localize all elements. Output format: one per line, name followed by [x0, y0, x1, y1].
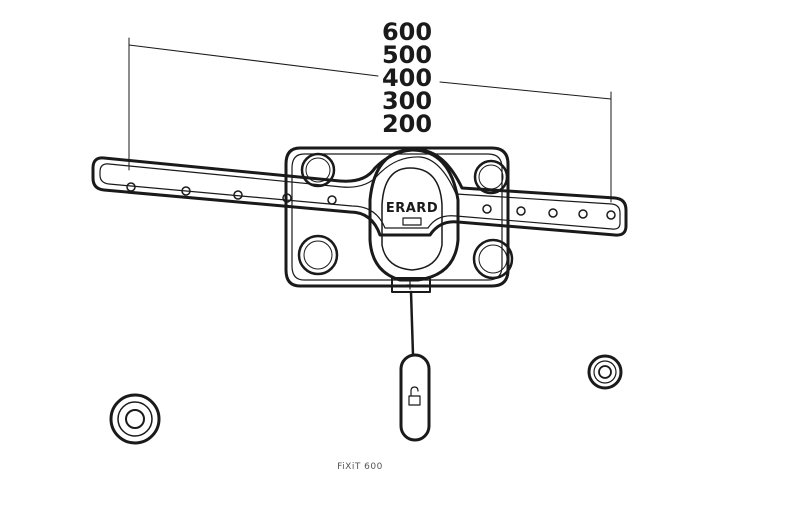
dimension-line-left: [128, 44, 379, 77]
arm-hole: [548, 208, 558, 218]
spacer-washer-right: [587, 354, 623, 390]
brand-label: ERARD: [386, 201, 438, 216]
arm-hole: [282, 193, 292, 203]
central-hub: ERARD: [368, 148, 460, 293]
arm-hole: [482, 204, 492, 214]
plate-hole: [297, 234, 339, 276]
plate-hole: [300, 152, 336, 188]
plate-hole: [303, 240, 333, 270]
plate-hole: [305, 157, 331, 183]
dimension-marker: [128, 37, 612, 203]
arm-hole: [233, 190, 243, 200]
lock-pull-tab: [399, 353, 431, 442]
dimension-label-600: 600: [382, 18, 432, 46]
dimension-label-400: 400: [382, 64, 432, 92]
safety-cord: [399, 290, 431, 442]
cord-line: [409, 290, 415, 357]
product-caption: FiXiT 600: [337, 462, 383, 472]
brand-badge: [402, 217, 422, 226]
mounting-arm: [91, 148, 628, 237]
dimension-label-300: 300: [382, 87, 432, 115]
dimension-label-500: 500: [382, 41, 432, 69]
arm-hole: [606, 210, 616, 220]
arm-hole: [516, 206, 526, 216]
plate-hole: [478, 244, 508, 274]
dimension-labels: 600 500 400 300 200: [382, 18, 432, 138]
dimension-line-right: [439, 81, 612, 100]
arm-hole: [327, 195, 337, 205]
arm-hole: [181, 186, 191, 196]
plate-hole: [478, 164, 504, 190]
spacer-washer-left: [109, 393, 161, 445]
dimension-label-200: 200: [382, 110, 432, 138]
plate-hole: [473, 159, 509, 195]
arm-hole: [578, 209, 588, 219]
unlock-icon: [408, 386, 421, 406]
arm-hole: [126, 182, 136, 192]
wall-plate: [284, 146, 514, 288]
plate-hole: [472, 238, 514, 280]
